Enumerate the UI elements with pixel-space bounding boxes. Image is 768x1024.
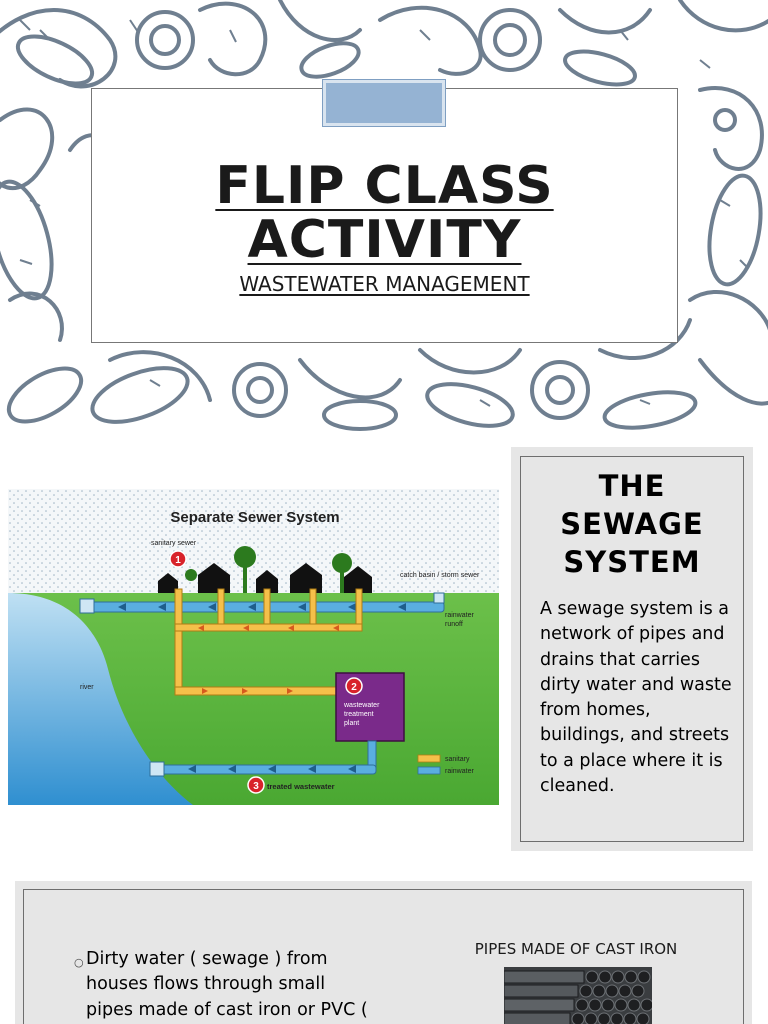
- trees: [185, 546, 352, 593]
- marker-3-label: 3: [253, 781, 259, 792]
- plant-label-1: wastewater: [343, 702, 380, 709]
- pipes-panel: ○ Dirty water ( sewage ) from houses flo…: [15, 881, 752, 1024]
- plant-label-2: treatment: [344, 711, 374, 718]
- title-line-1: FLIP CLASS: [215, 156, 554, 216]
- outfall-bottom: [149, 761, 165, 777]
- catch-basin-label: catch basin / storm sewer: [400, 572, 480, 579]
- info-panel-frame: THE SEWAGE SYSTEM A sewage system is a n…: [520, 456, 744, 842]
- slide-title: FLIP CLASS ACTIVITY: [92, 159, 677, 267]
- separate-sewer-system-diagram: Separate Sewer System: [8, 489, 499, 805]
- runoff-label-1: rainwater: [445, 612, 474, 619]
- houses: [158, 563, 372, 593]
- slide-subtitle: WASTEWATER MANAGEMENT: [239, 272, 530, 296]
- runoff-label-2: runoff: [445, 621, 463, 628]
- title-accent-tab: [323, 80, 445, 126]
- river-label: river: [80, 684, 94, 691]
- info-title-line-1: THE: [598, 469, 666, 503]
- marker-1: [169, 550, 187, 568]
- title-slide: FLIP CLASS ACTIVITY WASTEWATER MANAGEMEN…: [0, 0, 768, 432]
- plant-label-3: plant: [344, 720, 359, 727]
- info-title-line-3: SYSTEM: [563, 545, 701, 579]
- floral-pattern-background: [0, 0, 768, 431]
- bullet-text: Dirty water ( sewage ) from houses flows…: [86, 949, 368, 1020]
- info-body-text: A sewage system is a network of pipes an…: [540, 599, 732, 797]
- marker-2: [345, 677, 363, 695]
- treated-wastewater-label: treated wastewater: [267, 782, 335, 791]
- sewage-system-slide: Separate Sewer System: [0, 432, 768, 864]
- legend-swatch-rainwater: [417, 766, 441, 775]
- legend-label-sanitary: sanitary: [445, 756, 470, 763]
- title-line-2: ACTIVITY: [247, 210, 522, 270]
- pipes-panel-frame: ○ Dirty water ( sewage ) from houses flo…: [23, 889, 744, 1024]
- sanitary-pipes: [174, 588, 363, 696]
- cast-iron-pipes-image: [504, 967, 652, 1024]
- info-title: THE SEWAGE SYSTEM: [521, 467, 743, 581]
- catch-basin: [433, 592, 445, 604]
- info-panel: THE SEWAGE SYSTEM A sewage system is a n…: [511, 447, 753, 851]
- title-card: FLIP CLASS ACTIVITY WASTEWATER MANAGEMEN…: [91, 88, 678, 343]
- pipes-image-caption: PIPES MADE OF CAST IRON: [474, 940, 678, 958]
- marker-3: [247, 776, 265, 794]
- rainwater-flow-arrows: [118, 603, 406, 611]
- bullet-marker: ○: [74, 956, 84, 969]
- pipes-slide: ○ Dirty water ( sewage ) from houses flo…: [0, 864, 768, 1024]
- sanitary-sewer-label: sanitary sewer: [151, 540, 197, 547]
- river-shape: [8, 593, 193, 805]
- outfall-top: [79, 598, 95, 614]
- marker-2-label: 2: [351, 682, 357, 693]
- diagram-title: Separate Sewer System: [170, 509, 339, 526]
- treated-flow-arrows: [188, 765, 356, 773]
- sanitary-flow-arrows: [198, 625, 339, 694]
- info-title-line-2: SEWAGE: [560, 507, 704, 541]
- legend-swatch-sanitary: [417, 754, 441, 763]
- legend-label-rainwater: rainwater: [445, 768, 474, 775]
- marker-1-label: 1: [175, 555, 181, 566]
